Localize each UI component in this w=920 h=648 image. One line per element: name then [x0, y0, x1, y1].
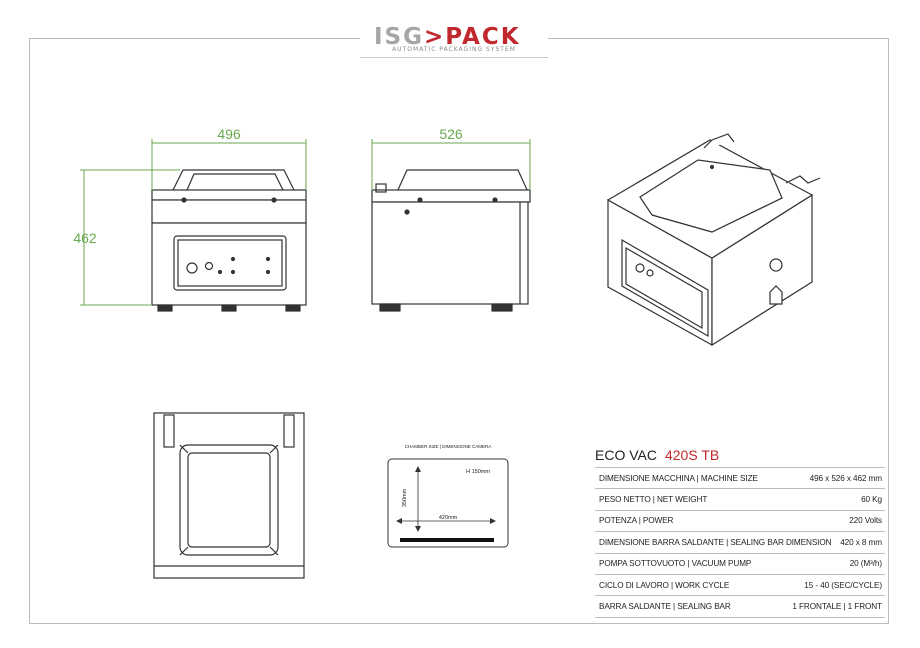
- spec-value: 420 x 8 mm: [840, 537, 882, 547]
- spec-row: POTENZA | POWER 220 Volts: [595, 509, 885, 531]
- spec-label: POTENZA | POWER: [599, 516, 674, 526]
- spec-label: DIMENSIONE MACCHINA | MACHINE SIZE: [599, 473, 758, 483]
- spec-row: DIMENSIONE MACCHINA | MACHINE SIZE 496 x …: [595, 467, 885, 488]
- side-dimension-lines: [371, 139, 531, 190]
- spec-value: 496 x 526 x 462 mm: [809, 473, 882, 483]
- spec-title: ECO VAC 420S TB: [595, 445, 885, 467]
- spec-value: 20 (M³/h): [849, 559, 882, 569]
- logo-brand-gray: ISG: [374, 24, 425, 50]
- spec-table: ECO VAC 420S TB DIMENSIONE MACCHINA | MAC…: [595, 445, 885, 618]
- front-width-label: 496: [217, 126, 241, 142]
- chamber-height-label: H 150mm: [466, 469, 490, 475]
- logo-divider: [360, 57, 548, 58]
- spec-value: 15 - 40 (SEC/CYCLE): [804, 580, 882, 590]
- height-label: 462: [73, 230, 97, 246]
- side-width-label: 526: [439, 126, 463, 142]
- side-view: [371, 169, 531, 312]
- spec-label: BARRA SALDANTE | SEALING BAR: [599, 602, 731, 612]
- front-view: [151, 169, 307, 312]
- isgpack-logo: ISG>PACK AUTOMATIC PACKAGING SYSTEM: [360, 24, 548, 60]
- spec-value: 60 Kg: [861, 495, 882, 505]
- top-view: [153, 412, 305, 579]
- spec-label: PESO NETTO | NET WEIGHT: [599, 495, 708, 505]
- chamber-depth-label: 350mm: [402, 488, 408, 507]
- spec-row: BARRA SALDANTE | SEALING BAR 1 FRONTALE |…: [595, 595, 885, 618]
- chamber-diagram: [387, 458, 509, 548]
- logo-wordmark: ISG>PACK: [374, 24, 521, 50]
- isometric-view: [606, 133, 821, 347]
- spec-label: DIMENSIONE BARRA SALDANTE | SEALING BAR …: [599, 537, 832, 547]
- logo-brand-red: >PACK: [424, 24, 521, 50]
- spec-row: PESO NETTO | NET WEIGHT 60 Kg: [595, 488, 885, 509]
- front-dimension-lines: [80, 139, 307, 306]
- chamber-title: CHAMBER SIZE | DIMENSIONE CAMERA: [405, 444, 491, 449]
- spec-row: CICLO DI LAVORO | WORK CYCLE 15 - 40 (SEC…: [595, 573, 885, 595]
- product-name: ECO VAC: [595, 447, 657, 463]
- chamber-width-label: 420mm: [439, 515, 458, 521]
- spec-label: CICLO DI LAVORO | WORK CYCLE: [599, 580, 730, 590]
- spec-label: POMPA SOTTOVUOTO | VACUUM PUMP: [599, 559, 752, 569]
- spec-value: 220 Volts: [849, 516, 882, 526]
- spec-row: DIMENSIONE BARRA SALDANTE | SEALING BAR …: [595, 531, 885, 552]
- logo-tagline: AUTOMATIC PACKAGING SYSTEM: [392, 46, 516, 53]
- spec-row: POMPA SOTTOVUOTO | VACUUM PUMP 20 (M³/h): [595, 552, 885, 574]
- model-name: 420S TB: [664, 447, 720, 463]
- spec-value: 1 FRONTALE | 1 FRONT: [792, 602, 882, 612]
